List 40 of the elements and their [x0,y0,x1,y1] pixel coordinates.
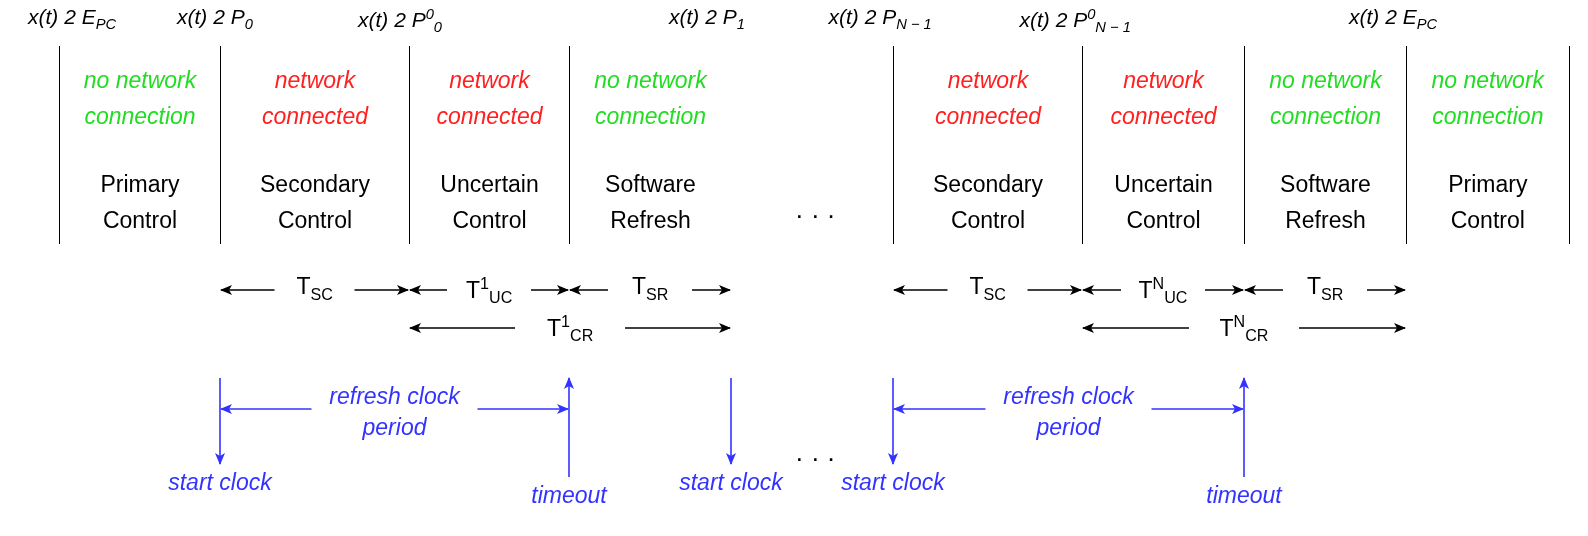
start-clock-label: start clock [160,467,280,498]
state-condition-label: x(t) 2 E$_{PC}$ [28,3,117,34]
connection-status: no network connection [82,66,198,131]
phase-name: Software Refresh [1279,170,1372,235]
state-condition-label: x(t) 2 P$_{0}$ [177,3,253,34]
state-condition-label: x(t) 2 E$_{PC}$ [1349,3,1438,34]
arrow [726,377,736,465]
start-clock-label: start clock [671,467,791,498]
connection-status: no network connection [593,66,709,131]
duration-label: T$_{SC}$ [969,273,1006,305]
phase-name: Primary Control [99,170,181,235]
arrow [1239,377,1249,478]
phase-name: Secondary Control [259,170,371,235]
timeout-label: timeout [509,480,629,511]
arrow [564,377,574,478]
connection-status: no network connection [1430,66,1546,131]
state-condition-label: x(t) 2 P$_{1}$ [669,3,745,34]
phase-name: Primary Control [1447,170,1529,235]
state-condition-label: x(t) 2 P$_{N − 1}$ [828,3,932,34]
start-clock-label: start clock [833,467,953,498]
ellipsis: · · · [795,202,836,228]
duration-label: T$_{SC}$ [296,273,333,305]
clock-period-label: refresh clock period [328,382,462,442]
connection-status: network connected [1109,66,1218,131]
arrow [888,377,898,465]
ellipsis: · · · [795,445,836,471]
clock-period-label: refresh clock period [1002,382,1136,442]
duration-label: T$_{SR}$ [1307,273,1344,305]
connection-status: network connected [260,66,370,131]
connection-status: network connected [933,66,1043,131]
phase-name: Uncertain Control [1113,170,1214,235]
phase-name: Software Refresh [604,170,697,235]
arrow [215,377,225,465]
phase-column [1406,46,1570,244]
phase-name: Secondary Control [932,170,1044,235]
timeout-label: timeout [1184,480,1304,511]
duration-label: T$_{SR}$ [632,273,669,305]
connection-status: no network connection [1268,66,1384,131]
phase-name: Uncertain Control [439,170,540,235]
connection-status: network connected [435,66,544,131]
